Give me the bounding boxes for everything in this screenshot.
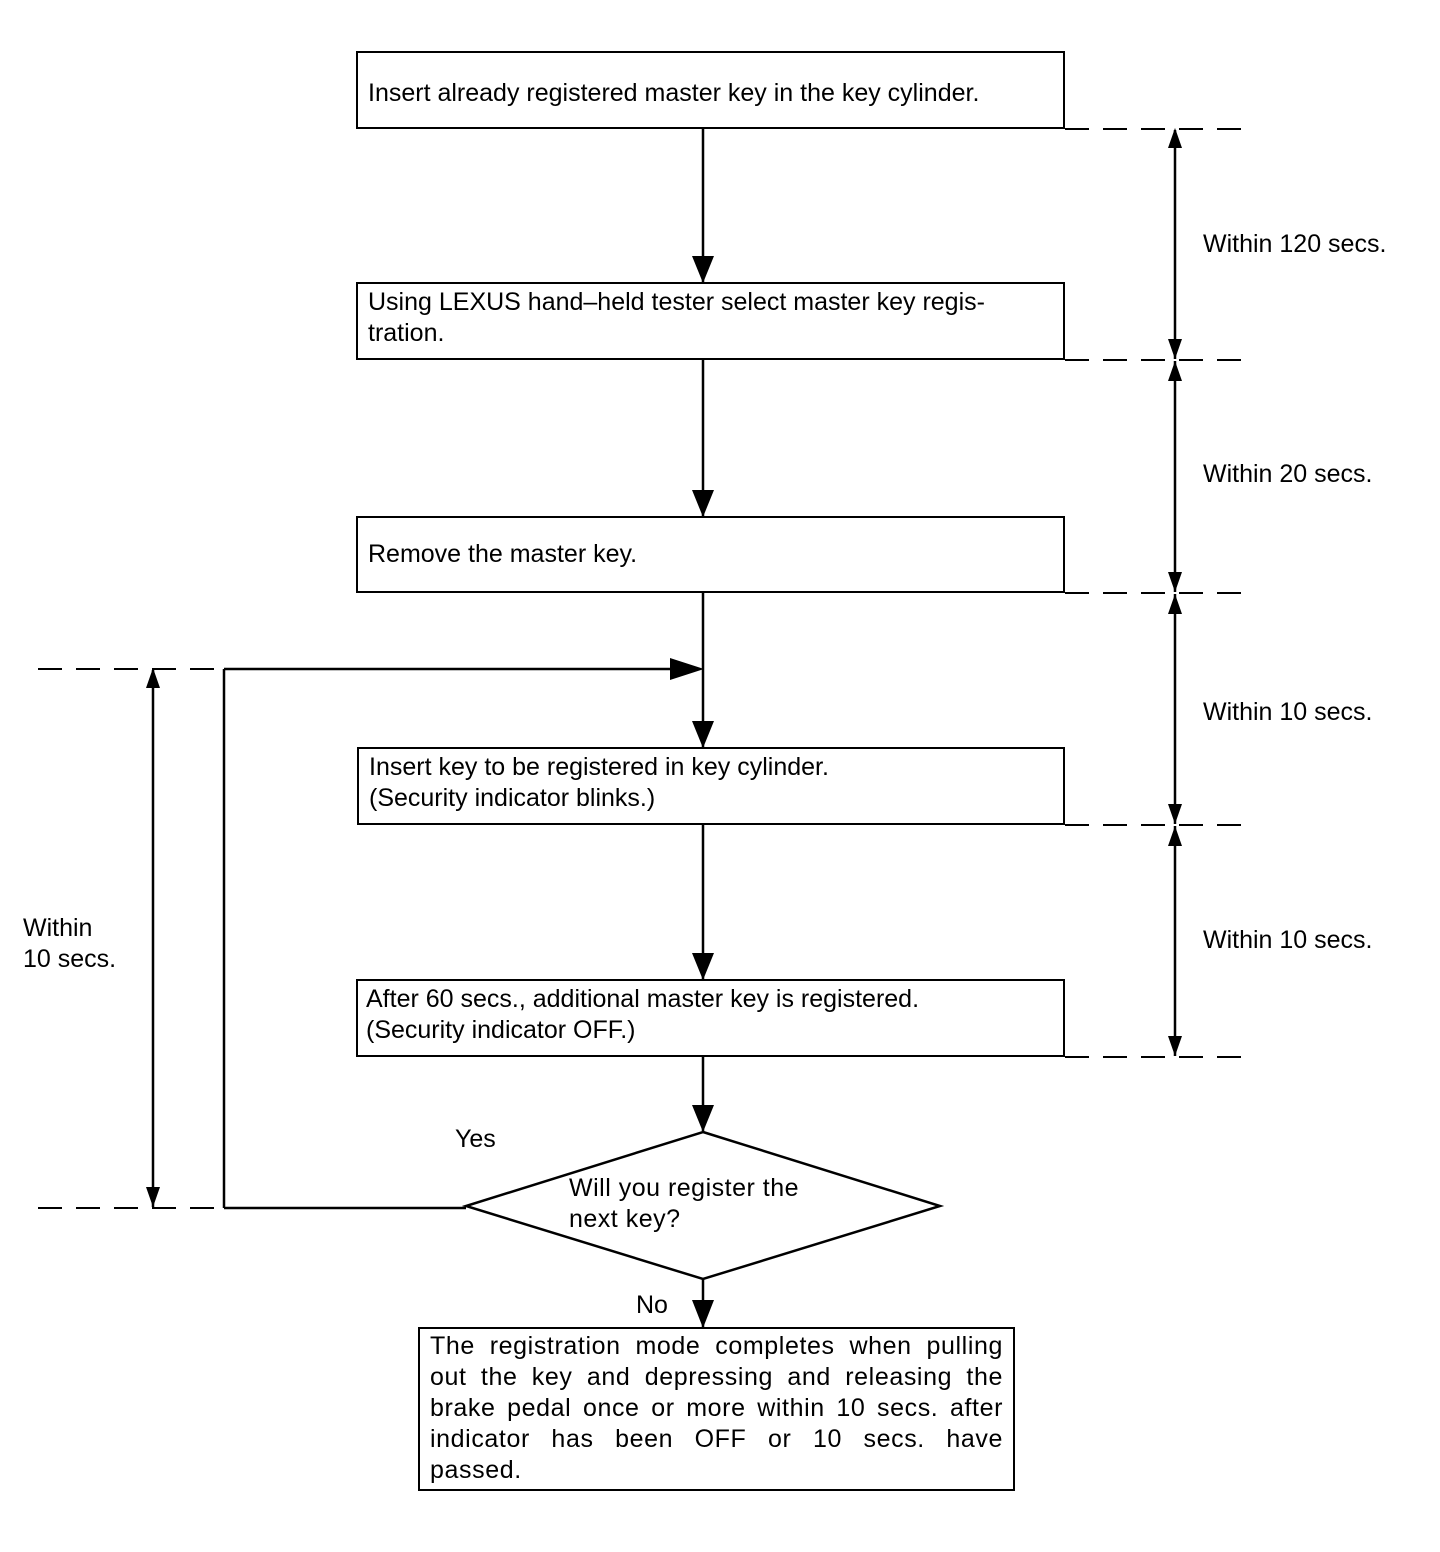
timing-label-3: Within 10 secs. <box>1203 698 1373 726</box>
step-insert-registered-key: Insert already registered master key in … <box>356 51 1065 129</box>
timing-label-1: Within 120 secs. <box>1203 230 1387 258</box>
step-insert-registered-key-text: Insert already registered master key in … <box>368 79 980 107</box>
step-select-registration-text: Using LEXUS hand–held tester select mast… <box>368 288 985 347</box>
arrowhead-to-step5 <box>692 953 714 980</box>
step-remove-master-key-text: Remove the master key. <box>368 540 638 568</box>
step-remove-master-key: Remove the master key. <box>356 516 1065 593</box>
arrowhead-to-decision <box>692 1105 714 1132</box>
timing-label-4: Within 10 secs. <box>1203 926 1373 954</box>
timing-label-2: Within 20 secs. <box>1203 460 1373 488</box>
arrowhead-to-step2 <box>692 256 714 283</box>
final-step-box: The registration mode completes when pul… <box>418 1327 1015 1491</box>
step-insert-key-to-register-text: Insert key to be registered in key cylin… <box>369 753 829 812</box>
arrowhead-to-step3 <box>692 490 714 517</box>
decision-text: Will you register the next key? <box>569 1174 800 1233</box>
loop-timing-label: Within 10 secs. <box>23 914 117 973</box>
step-insert-key-to-register: Insert key to be registered in key cylin… <box>357 747 1065 825</box>
arrowhead-to-step4 <box>692 721 714 748</box>
step-key-registered-text: After 60 secs., additional master key is… <box>366 985 920 1044</box>
yes-label: Yes <box>455 1125 496 1153</box>
arrowhead-to-final <box>692 1300 714 1328</box>
arrowhead-loop-return <box>670 658 704 680</box>
decision-diamond <box>461 1130 945 1281</box>
no-label: No <box>636 1291 668 1319</box>
step-select-registration: Using LEXUS hand–held tester select mast… <box>356 282 1065 360</box>
step-key-registered: After 60 secs., additional master key is… <box>356 979 1065 1057</box>
final-step-text: The registration mode completes when pul… <box>430 1332 1003 1484</box>
